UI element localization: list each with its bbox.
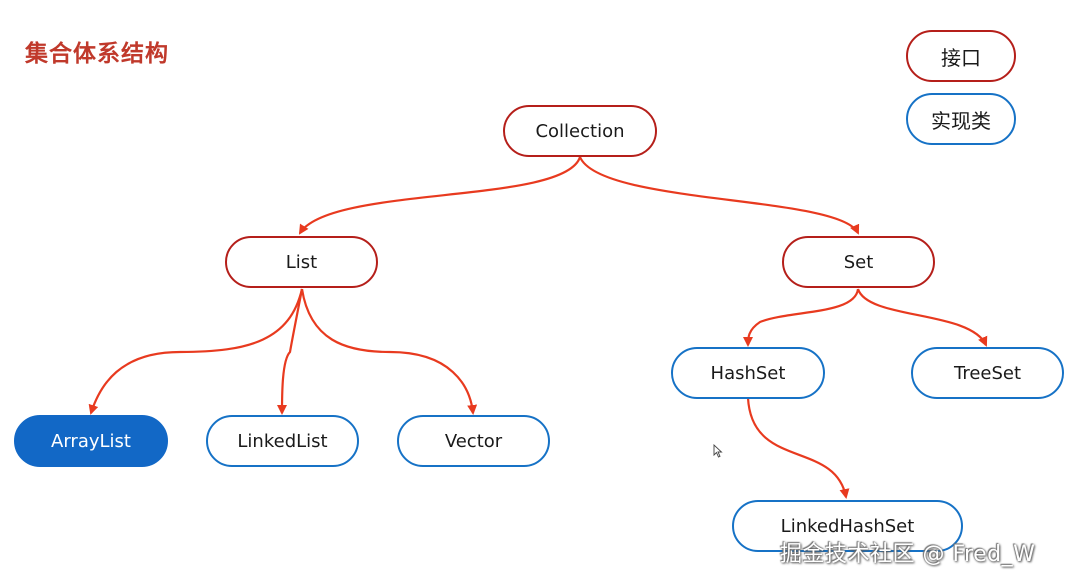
node-hashset[interactable]: HashSet bbox=[671, 347, 825, 399]
node-hashset-label: HashSet bbox=[710, 362, 786, 384]
node-collection[interactable]: Collection bbox=[503, 105, 657, 157]
node-linkedlist[interactable]: LinkedList bbox=[206, 415, 359, 467]
node-collection-label: Collection bbox=[535, 120, 625, 142]
legend-implementation: 实现类 bbox=[906, 93, 1016, 145]
watermark: 掘金技术社区 @ Fred_W bbox=[780, 542, 1036, 567]
node-treeset[interactable]: TreeSet bbox=[911, 347, 1064, 399]
edge-list-vector bbox=[300, 288, 478, 415]
edge-collection-list bbox=[298, 156, 582, 235]
legend-interface-label: 接口 bbox=[941, 45, 981, 70]
node-set[interactable]: Set bbox=[782, 236, 935, 288]
edge-hashset-linkedhashset bbox=[746, 397, 850, 499]
edge-list-arraylist bbox=[88, 288, 304, 415]
edge-set-hashset bbox=[743, 288, 860, 347]
edge-set-treeset bbox=[856, 288, 988, 347]
node-set-label: Set bbox=[843, 251, 874, 273]
node-linkedhashset-label: LinkedHashSet bbox=[780, 515, 915, 537]
node-linkedlist-label: LinkedList bbox=[237, 430, 328, 452]
node-arraylist-label: ArrayList bbox=[51, 430, 131, 452]
node-vector-label: Vector bbox=[444, 430, 503, 452]
node-arraylist[interactable]: ArrayList bbox=[14, 415, 168, 467]
legend-implementation-label: 实现类 bbox=[931, 108, 991, 133]
node-vector[interactable]: Vector bbox=[397, 415, 550, 467]
page-title: 集合体系结构 bbox=[25, 41, 169, 67]
node-list[interactable]: List bbox=[225, 236, 378, 288]
legend-interface: 接口 bbox=[906, 30, 1016, 82]
node-linkedhashset[interactable]: LinkedHashSet bbox=[732, 500, 963, 552]
edge-list-linkedlist bbox=[277, 288, 304, 415]
edge-collection-set bbox=[578, 156, 860, 235]
node-list-label: List bbox=[285, 251, 318, 273]
node-treeset-label: TreeSet bbox=[953, 362, 1022, 384]
mouse-cursor-icon bbox=[713, 444, 723, 458]
